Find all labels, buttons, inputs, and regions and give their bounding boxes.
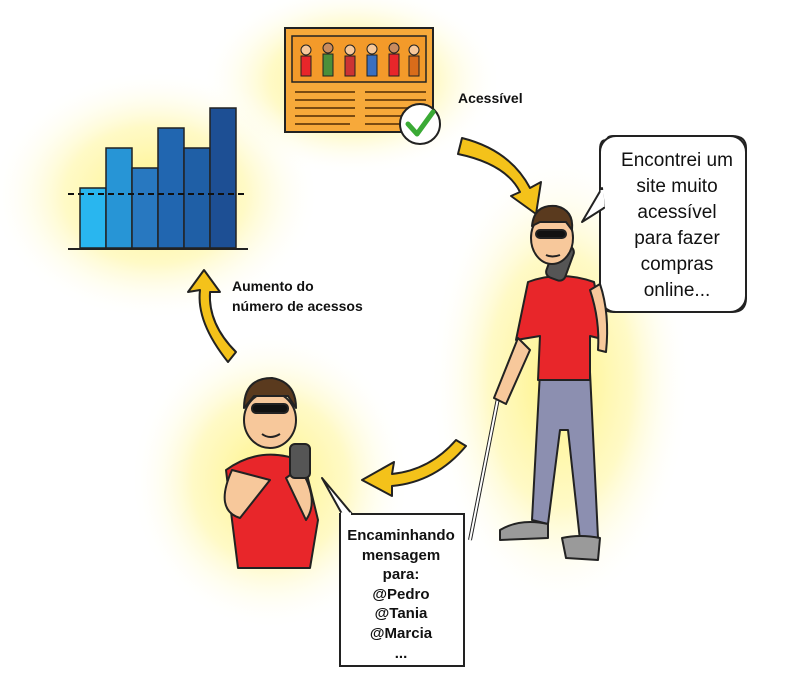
forward-line: @Pedro xyxy=(372,585,430,603)
boy-sunglasses xyxy=(251,403,289,414)
phone-icon xyxy=(289,443,311,479)
speech-line: site muito xyxy=(636,176,718,197)
forward-line: Encaminhando xyxy=(347,527,455,544)
chart-bar xyxy=(183,147,211,249)
forward-line: @Tania xyxy=(374,605,428,623)
pants xyxy=(531,371,599,541)
check-icon xyxy=(399,103,441,145)
sunglasses xyxy=(535,229,567,239)
speech-line: Encontrei um xyxy=(621,150,733,171)
forward-line: para: xyxy=(382,566,420,584)
chart-bar xyxy=(79,187,107,249)
chart-bar xyxy=(209,107,237,249)
left-shoe xyxy=(499,521,549,541)
speech-line: online... xyxy=(643,280,711,301)
boy-left-arm xyxy=(223,469,271,519)
access-increase-line-1: Aumento do xyxy=(232,278,314,294)
banner-people xyxy=(300,42,420,77)
speech-bubble xyxy=(581,135,747,313)
boy-head xyxy=(243,391,297,449)
webpage-banner xyxy=(291,35,427,83)
forward-line: @Marcia xyxy=(369,624,433,642)
man-with-cane xyxy=(468,204,609,561)
access-increase-line-2: número de acessos xyxy=(232,298,363,314)
speech-line: para fazer xyxy=(634,228,720,249)
forward-line: mensagem xyxy=(361,546,441,564)
speech-bubble-text: Encontrei um site muito acessível para f… xyxy=(608,148,746,304)
curved-arrow-icon xyxy=(187,137,542,497)
hair xyxy=(531,204,574,231)
arrow-boy-to-chart xyxy=(187,269,237,363)
access-increase-label: Aumento do número de acessos xyxy=(232,276,392,316)
forward-message-box xyxy=(321,477,465,667)
bar-chart xyxy=(68,107,248,250)
forward-line: ... xyxy=(394,644,408,662)
right-arm xyxy=(589,283,609,353)
forward-message-text: Encaminhando mensagem para: @Pedro @Tani… xyxy=(340,526,462,663)
speech-line: acessível xyxy=(637,202,717,223)
speech-line: compras xyxy=(640,254,714,275)
accessible-label: Acessível xyxy=(458,90,523,106)
arrow-man-to-boy xyxy=(361,439,467,497)
boy-hair xyxy=(243,377,297,409)
left-arm xyxy=(493,337,531,405)
chart-bar xyxy=(131,167,159,249)
chart-bar xyxy=(157,127,185,249)
shirt xyxy=(515,275,607,381)
webpage-illustration xyxy=(284,27,441,145)
right-shoe xyxy=(561,535,601,561)
boy-with-phone xyxy=(223,377,319,569)
chart-bar xyxy=(105,147,133,249)
